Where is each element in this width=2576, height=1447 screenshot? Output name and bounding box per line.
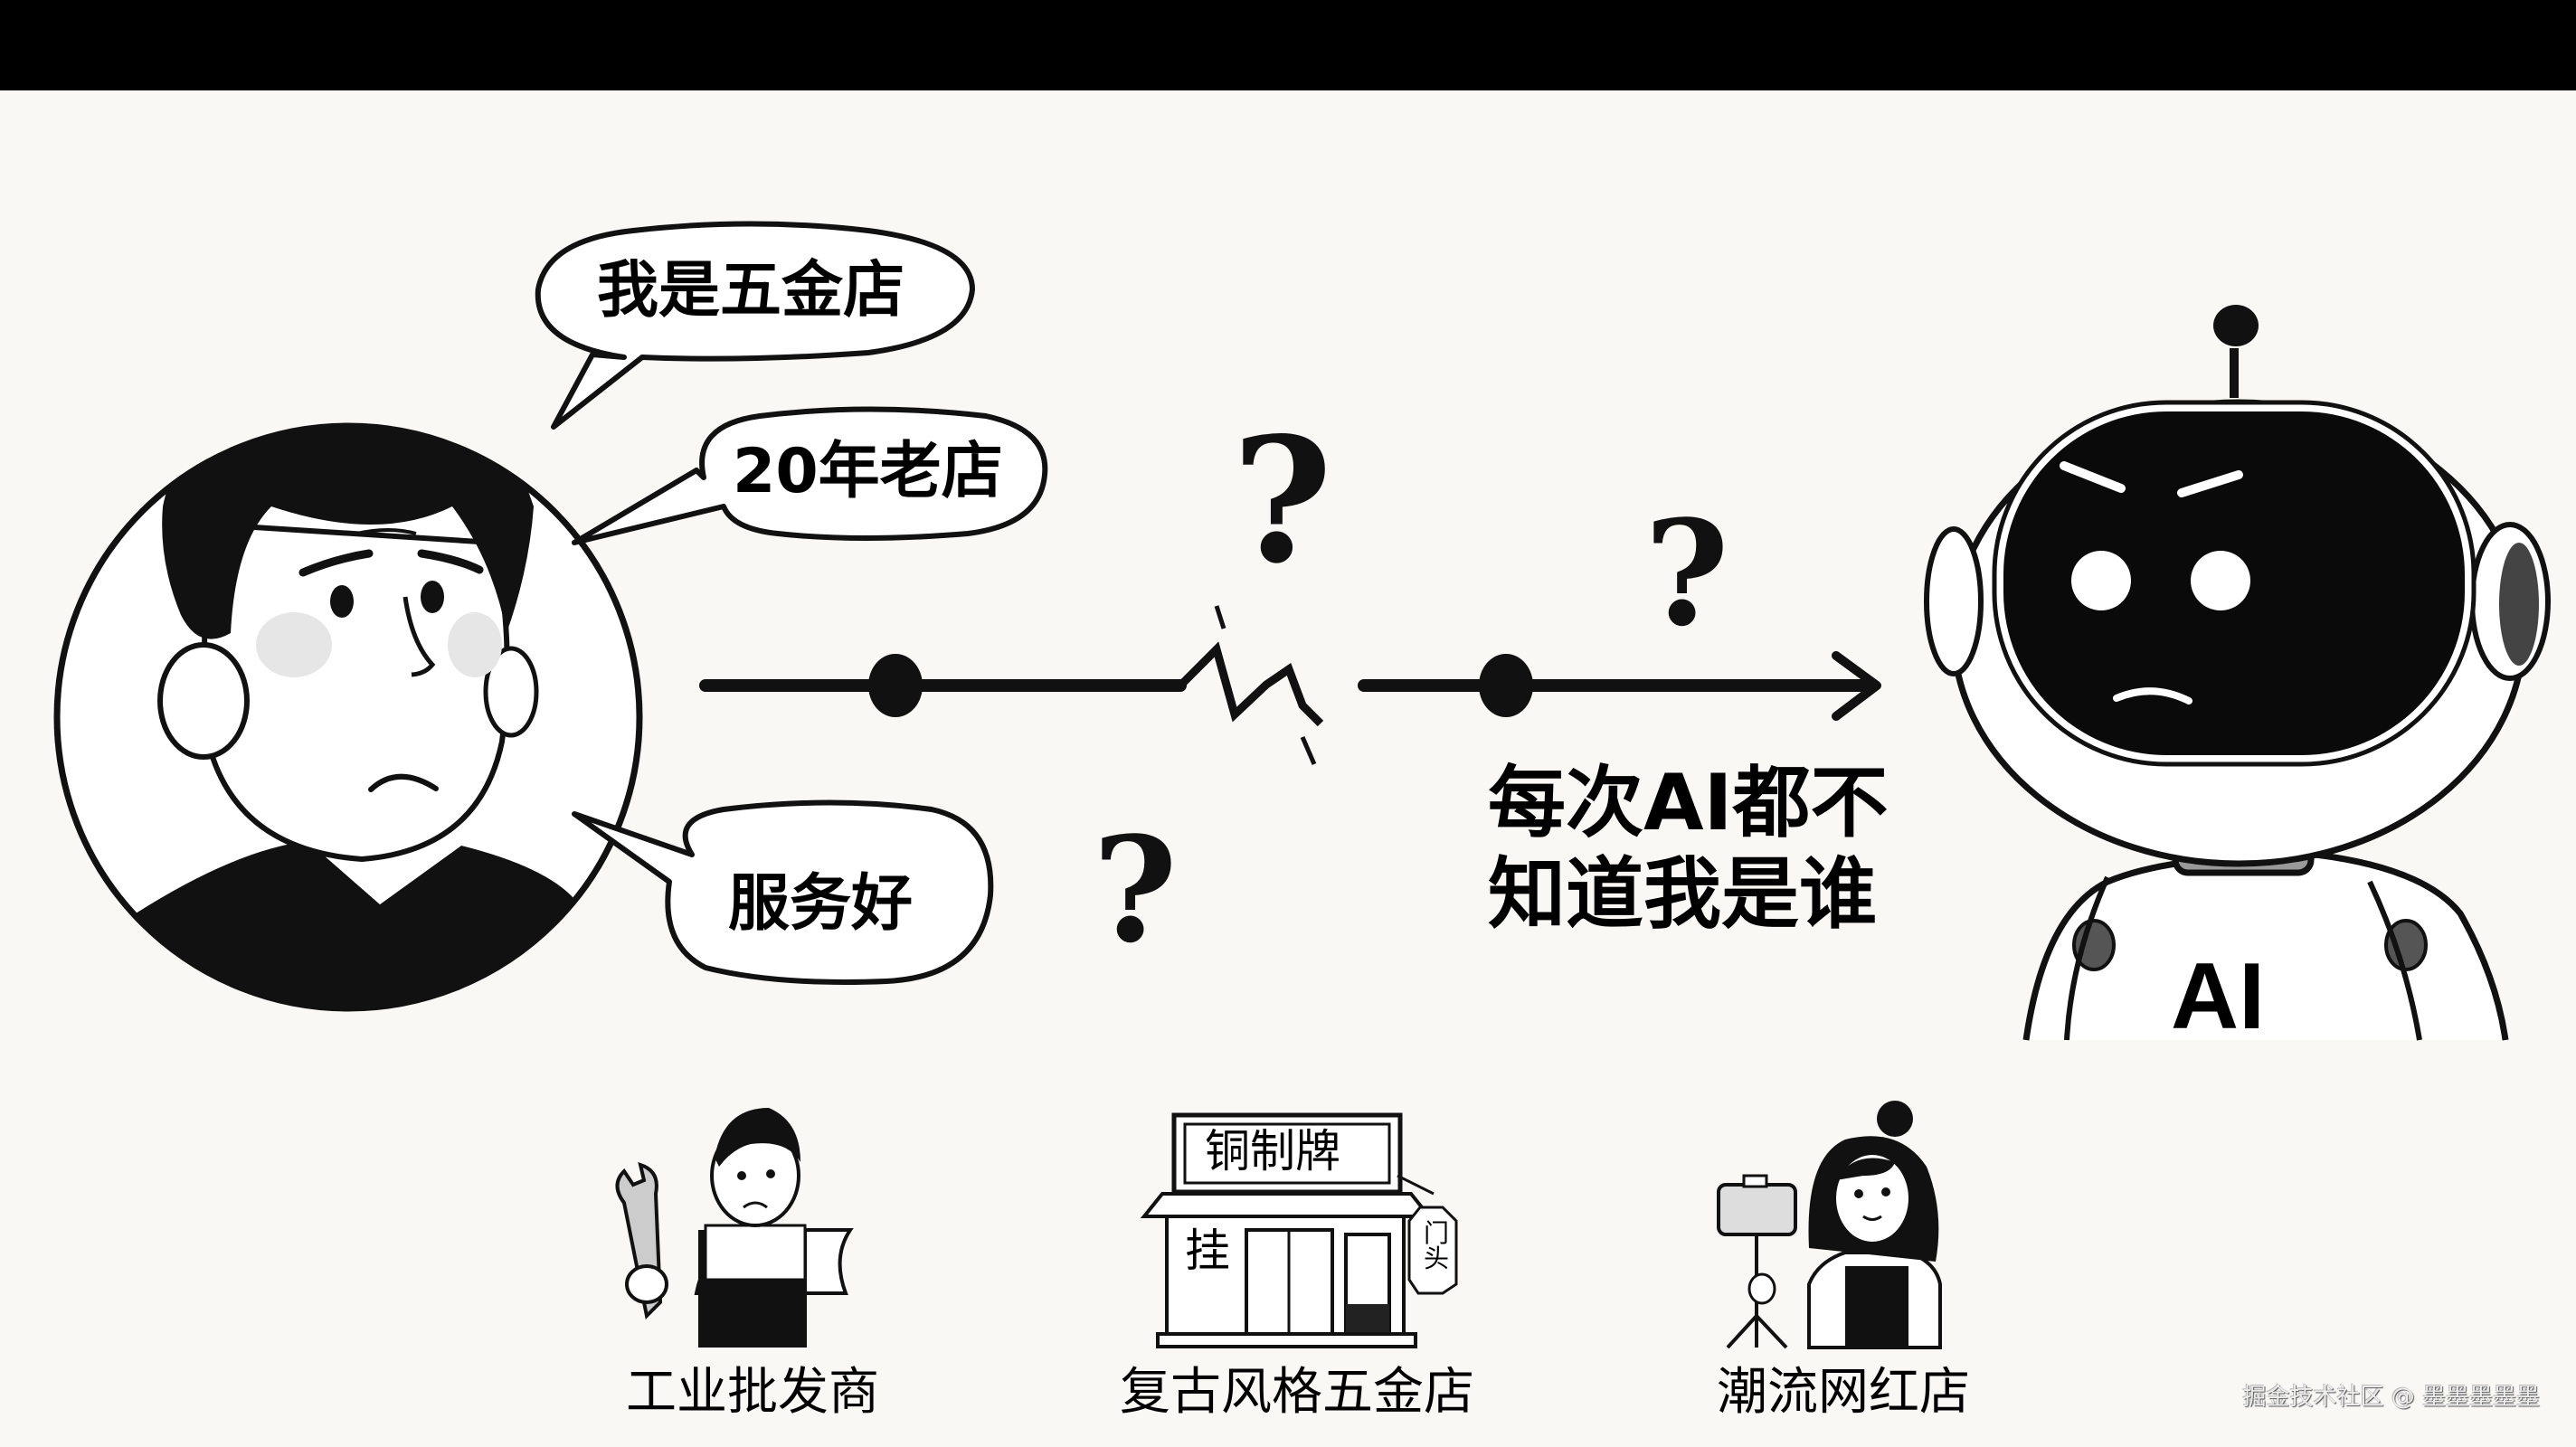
watermark: 掘金技术社区 @ 墨墨墨墨墨	[2242, 1384, 2540, 1411]
persona-caption-wholesaler: 工业批发商	[626, 1363, 879, 1422]
girl-with-phone-tripod-icon	[1717, 1101, 1942, 1349]
speech-bubble-2	[572, 406, 1048, 545]
angry-ai-robot-icon	[1924, 305, 2551, 1041]
shop-hanging-sign-text: 门头	[1423, 1218, 1449, 1273]
timeline-node-1	[868, 654, 923, 717]
speech-bubble-3	[572, 799, 994, 985]
speech-bubble-2-text: 20年老店	[733, 436, 1003, 507]
question-mark-icon: ?	[1232, 400, 1332, 601]
top-black-bar	[0, 0, 2576, 90]
shop-sign-text: 铜制牌	[1205, 1125, 1340, 1177]
retro-storefront-icon	[1140, 1112, 1458, 1348]
persona-caption-influencer-shop: 潮流网红店	[1717, 1363, 1970, 1422]
broken-timeline	[699, 605, 1881, 765]
worker-with-wrench-icon	[615, 1108, 854, 1348]
question-mark-icon: ?	[1093, 805, 1178, 975]
question-mark-icons: ? ? ?	[1093, 400, 1729, 975]
timeline-node-2	[1479, 654, 1533, 717]
shop-side-text: 挂	[1185, 1225, 1230, 1277]
shop-owner-portrait-icon	[53, 422, 643, 1012]
persona-caption-retro-shop: 复古风格五金店	[1120, 1363, 1474, 1422]
robot-ai-label: AI	[2171, 944, 2265, 1049]
speech-bubble-1-text: 我是五金店	[597, 255, 905, 326]
question-mark-icon: ?	[1644, 488, 1729, 658]
speech-bubble-1	[535, 221, 975, 430]
speech-bubble-3-text: 服务好	[728, 868, 914, 940]
headline-text: 每次AI都不 知道我是谁	[1488, 758, 1889, 941]
